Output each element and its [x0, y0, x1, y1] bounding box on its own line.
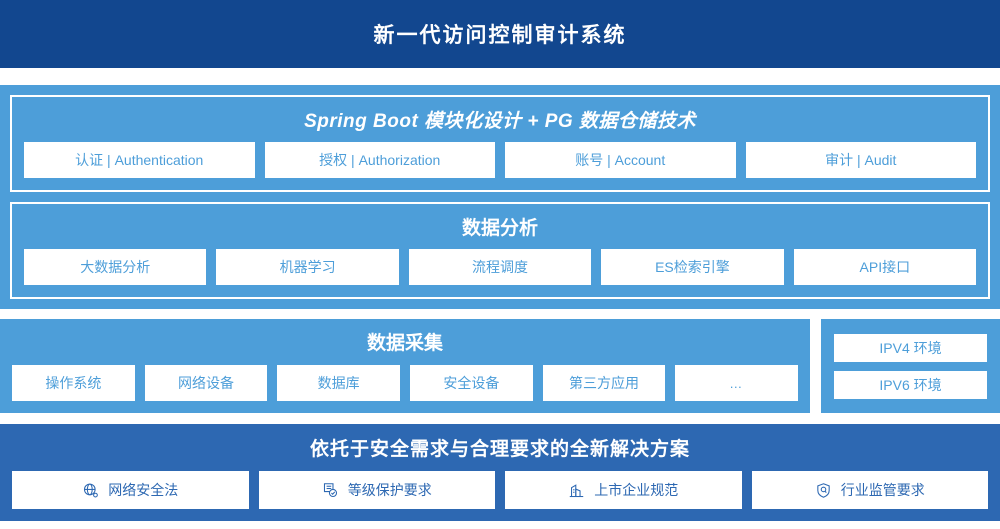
platform-module-row: 认证 | Authentication 授权 | Authorization 账… — [24, 142, 976, 178]
environment-ipv6[interactable]: IPV6 环境 — [834, 370, 987, 399]
analysis-layer-title: 数据分析 — [461, 218, 538, 239]
module-audit[interactable]: 审计 | Audit — [745, 142, 976, 178]
module-es-search-engine[interactable]: ES检索引擎 — [601, 249, 784, 285]
shield-search-icon — [815, 482, 832, 499]
solution-cybersecurity-law[interactable]: 网络安全法 — [12, 471, 249, 509]
module-process-scheduling[interactable]: 流程调度 — [408, 249, 592, 285]
analysis-module-row: 大数据分析 机器学习 流程调度 ES检索引擎 API接口 — [24, 249, 977, 285]
source-more-ellipsis[interactable]: … — [675, 365, 799, 401]
source-database[interactable]: 数据库 — [277, 365, 401, 401]
document-check-icon — [322, 482, 339, 499]
solution-label: 网络安全法 — [108, 482, 179, 498]
module-account[interactable]: 账号 | Account — [505, 142, 736, 178]
solution-industry-supervision[interactable]: 行业监管要求 — [751, 471, 988, 509]
solution-region: 依托于安全需求与合理要求的全新解决方案 网络安全法 — [0, 424, 1000, 521]
collection-region: 数据采集 操作系统 网络设备 数据库 安全设备 第三方应用 … IPV4 环境 … — [0, 319, 1000, 413]
collection-module-row: 操作系统 网络设备 数据库 安全设备 第三方应用 … — [12, 365, 799, 401]
module-big-data-analysis[interactable]: 大数据分析 — [24, 249, 207, 285]
module-machine-learning[interactable]: 机器学习 — [216, 249, 399, 285]
page-title: 新一代访问控制审计系统 — [373, 24, 627, 47]
analysis-layer-panel: 数据分析 大数据分析 机器学习 流程调度 ES检索引擎 API接口 — [10, 202, 990, 299]
solution-item-row: 网络安全法 等级保护要求 — [12, 471, 988, 509]
source-security-device[interactable]: 安全设备 — [410, 365, 533, 401]
platform-region: Spring Boot 模块化设计 + PG 数据仓储技术 认证 | Authe… — [0, 85, 1000, 309]
header-bar: 新一代访问控制审计系统 — [0, 0, 1000, 68]
environment-panel: IPV4 环境 IPV6 环境 — [821, 319, 1000, 413]
platform-layer-title: Spring Boot 模块化设计 + PG 数据仓储技术 — [304, 111, 696, 132]
environment-ipv4[interactable]: IPV4 环境 — [834, 333, 987, 362]
globe-icon — [82, 482, 99, 499]
module-api-interface[interactable]: API接口 — [793, 249, 977, 285]
solution-label: 行业监管要求 — [840, 482, 925, 498]
module-authorization[interactable]: 授权 | Authorization — [264, 142, 495, 178]
solution-label: 上市企业规范 — [594, 482, 679, 498]
source-network-device[interactable]: 网络设备 — [144, 365, 268, 401]
module-authentication[interactable]: 认证 | Authentication — [24, 142, 255, 178]
source-third-party-app[interactable]: 第三方应用 — [542, 365, 666, 401]
solution-layer-title: 依托于安全需求与合理要求的全新解决方案 — [309, 439, 690, 460]
source-operating-system[interactable]: 操作系统 — [12, 365, 135, 401]
building-icon — [568, 482, 585, 499]
collection-layer-title: 数据采集 — [366, 333, 443, 354]
solution-label: 等级保护要求 — [347, 482, 432, 498]
collection-layer-panel: 数据采集 操作系统 网络设备 数据库 安全设备 第三方应用 … — [0, 319, 810, 413]
solution-grade-protection[interactable]: 等级保护要求 — [258, 471, 495, 509]
platform-layer-panel: Spring Boot 模块化设计 + PG 数据仓储技术 认证 | Authe… — [10, 95, 990, 192]
solution-listed-enterprise[interactable]: 上市企业规范 — [505, 471, 742, 509]
